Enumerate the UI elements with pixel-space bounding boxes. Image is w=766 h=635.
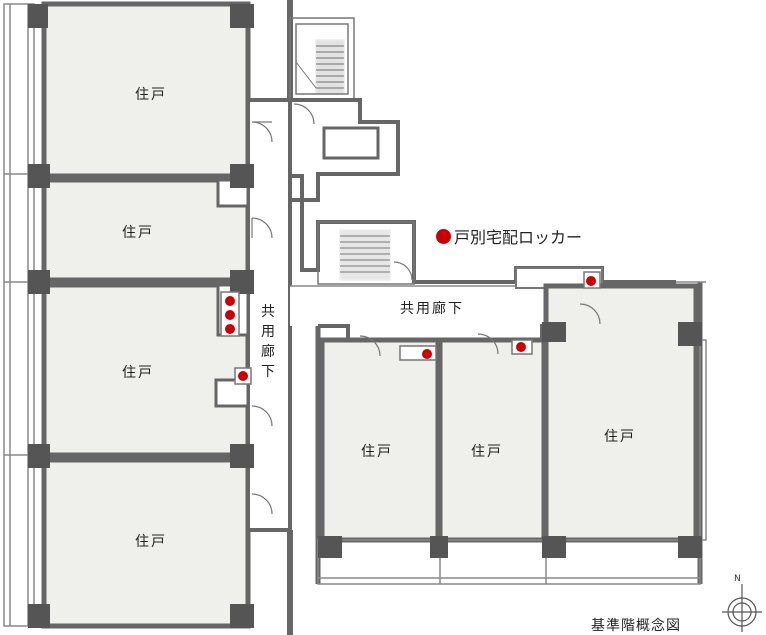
unit-label-5: 住戸 — [361, 444, 393, 460]
top-stair — [289, 17, 355, 101]
unit-room-6 — [437, 337, 547, 543]
locker-dot — [225, 296, 235, 306]
unit-label-1: 住戸 — [135, 87, 167, 103]
unit-room-4 — [41, 457, 251, 629]
compass-north-label: N — [734, 574, 741, 584]
right-balcony — [317, 281, 707, 585]
locker-dot — [238, 371, 248, 381]
legend: 戸別宅配ロッカー — [436, 224, 582, 248]
unit-label-2: 住戸 — [122, 225, 154, 241]
locker-dot — [586, 276, 596, 286]
elevator-hall — [290, 98, 400, 202]
unit-room-5 — [319, 337, 441, 543]
locker-dots — [220, 271, 601, 385]
left-units — [41, 1, 251, 629]
columns — [28, 4, 702, 628]
unit-label-7: 住戸 — [604, 429, 636, 445]
left-balcony — [3, 3, 35, 627]
unit-label-3: 住戸 — [122, 365, 154, 381]
lower-stair — [317, 221, 415, 285]
unit-label-6: 住戸 — [471, 444, 503, 460]
plan-caption: 基準階概念図 — [591, 618, 681, 634]
corridor-label-horizontal: 共用廊下 — [400, 301, 464, 317]
locker-dot — [225, 310, 235, 320]
locker-legend-icon — [436, 228, 451, 244]
doors — [251, 103, 601, 515]
unit-room-3 — [41, 282, 251, 458]
locker-dot — [516, 342, 526, 352]
locker-dot — [225, 324, 235, 334]
legend-label: 戸別宅配ロッカー — [454, 228, 583, 247]
unit-room-7 — [543, 283, 699, 543]
corridor-label-vertical: 共用廊下 — [261, 304, 275, 380]
compass-icon — [722, 584, 762, 632]
unit-label-4: 住戸 — [135, 534, 167, 550]
locker-dot — [422, 349, 432, 359]
unit-room-1 — [41, 1, 251, 179]
